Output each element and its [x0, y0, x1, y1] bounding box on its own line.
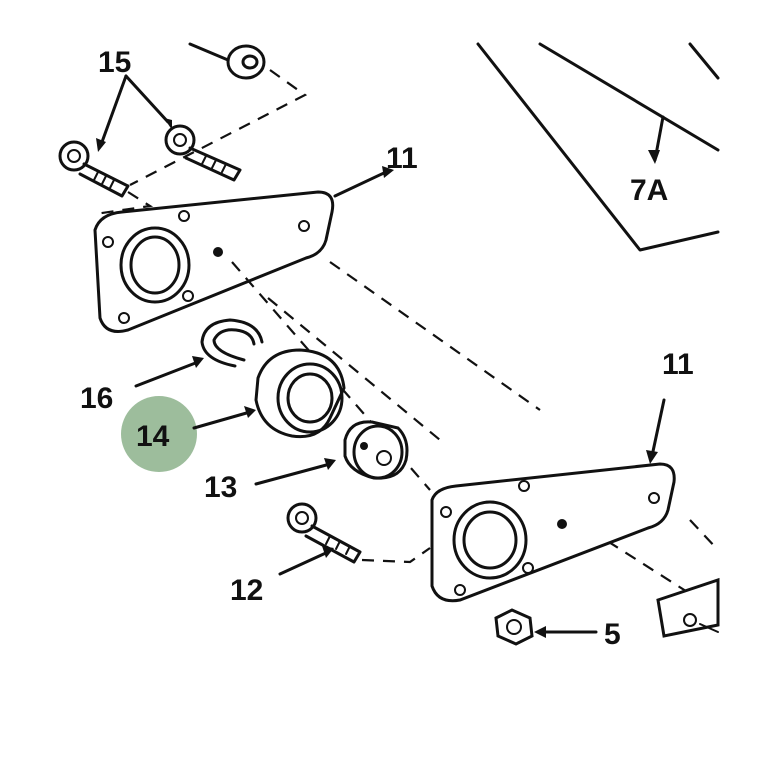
leader-15 — [96, 74, 172, 152]
bearing-14 — [192, 348, 346, 439]
callout-14: 14 — [136, 420, 170, 453]
nut-5 — [494, 608, 598, 646]
callout-5: 5 — [604, 618, 621, 651]
bracket-11-lower — [430, 398, 676, 603]
callout-16: 16 — [80, 382, 113, 415]
hub-13 — [254, 420, 409, 486]
snap-ring-16 — [134, 318, 264, 388]
callout-7a: 7A — [630, 174, 668, 207]
callout-13: 13 — [204, 471, 237, 504]
callout-12: 12 — [230, 574, 263, 607]
bolt-15-left — [58, 140, 154, 216]
frame-panel-7a — [476, 42, 720, 252]
spacer-top — [129, 42, 308, 186]
bolt-12 — [278, 502, 431, 576]
bracket-11-upper — [93, 166, 394, 333]
spacer-block — [656, 577, 720, 638]
callout-11-lower: 11 — [662, 348, 694, 381]
callout-15: 15 — [98, 46, 131, 79]
highlight-circle — [121, 396, 197, 472]
bolt-15-right — [164, 124, 242, 182]
callout-11-upper: 11 — [386, 142, 418, 175]
